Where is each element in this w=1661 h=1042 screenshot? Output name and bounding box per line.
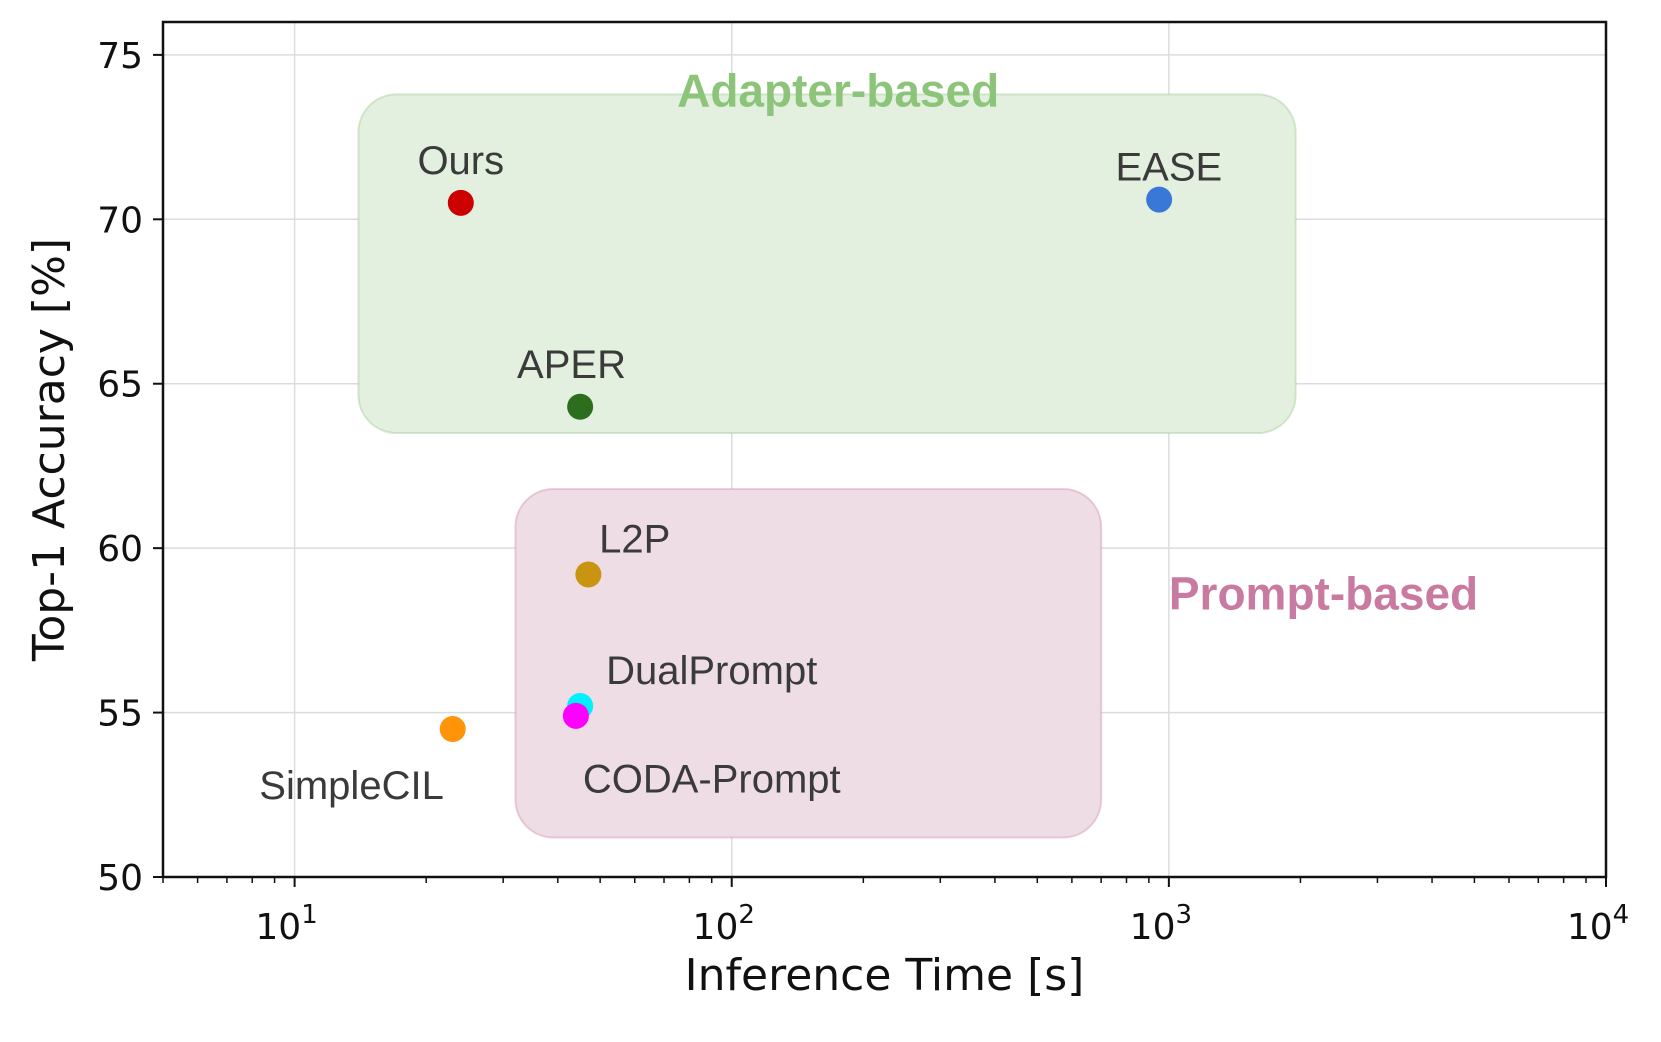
point-label: DualPrompt	[606, 649, 817, 693]
y-tick-label: 50	[97, 858, 143, 899]
point-label: L2P	[599, 517, 670, 561]
x-tick-label: 104	[1567, 900, 1629, 948]
y-tick-label: 55	[97, 694, 143, 735]
data-point	[567, 393, 594, 420]
x-tick-label: 103	[1130, 900, 1192, 948]
group-region	[514, 487, 1103, 839]
x-axis-title: Inference Time [s]	[685, 950, 1085, 1001]
y-tick-label: 65	[97, 365, 143, 406]
y-tick-label: 75	[97, 36, 143, 77]
data-point	[439, 716, 466, 743]
plot-frame	[161, 20, 1608, 879]
group-regions	[357, 93, 1297, 839]
point-label: SimpleCIL	[259, 764, 444, 808]
data-point	[562, 702, 589, 729]
y-tick-label: 60	[97, 529, 143, 570]
data-point	[1146, 186, 1173, 213]
point-label: APER	[517, 343, 626, 387]
axis-ticks: 50 55 60 65 70 75 101 102 103 104	[97, 36, 1629, 948]
data-point	[447, 189, 474, 216]
x-tick-label: 101	[255, 900, 317, 948]
point-label: CODA-Prompt	[583, 757, 841, 801]
group-region	[357, 93, 1297, 435]
point-label: Ours	[417, 139, 504, 183]
y-axis-title: Top-1 Accuracy [%]	[24, 238, 75, 662]
y-tick-label: 70	[97, 200, 143, 241]
group-label: Prompt-based	[1169, 567, 1478, 619]
x-tick-label: 102	[693, 900, 755, 948]
data-point	[575, 561, 602, 588]
data-points	[439, 186, 1173, 743]
group-label: Adapter-based	[677, 64, 999, 116]
point-label: EASE	[1116, 146, 1223, 190]
